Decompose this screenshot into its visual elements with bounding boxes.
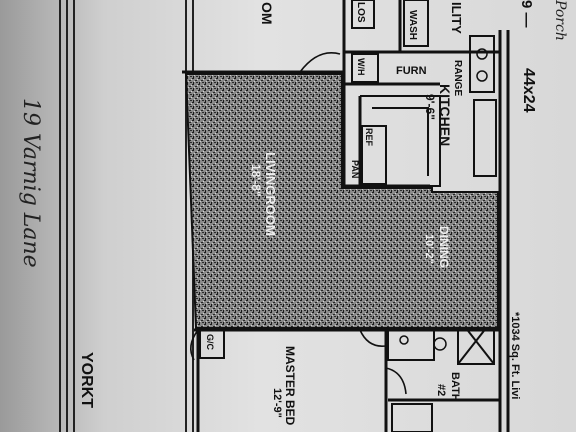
label-utility-fragment: ILITY <box>449 2 464 34</box>
label-kitchen-size: 9'-6" <box>423 94 437 120</box>
label-living-size: 18'-8" <box>249 164 263 197</box>
label-bath: BATH <box>449 372 461 402</box>
label-master-bed: MASTER BED <box>283 346 297 426</box>
label-furn: FURN <box>396 65 427 77</box>
label-dims-prefix: 9 — <box>518 0 535 28</box>
label-living-room: LIVINGROOM <box>263 152 278 236</box>
label-wash-fragment: WASH <box>407 10 418 40</box>
label-room-fragment: OM <box>259 2 275 25</box>
label-pan: PAN <box>350 160 360 178</box>
label-bath-number: #2 <box>435 384 447 396</box>
walls <box>182 0 510 432</box>
label-square-feet: *1034 Sq. Ft. Livi <box>509 312 521 399</box>
label-clos-fragment: LOS <box>355 2 366 23</box>
door-swings <box>190 52 431 395</box>
label-range: RANGE <box>452 60 463 96</box>
label-dining: DINING <box>437 226 451 268</box>
kitchen-counter <box>360 95 441 187</box>
label-street-fragment: YORKT <box>78 352 95 408</box>
label-dining-size: 10'-2" <box>423 234 435 264</box>
label-gc: G/C <box>205 334 215 351</box>
label-ref: REF <box>364 128 374 147</box>
fixture-marks <box>399 48 488 351</box>
label-master-size: 12'-9" <box>271 388 283 418</box>
living-dining-area <box>184 73 499 329</box>
label-handwritten-address: 19 Varnig Lane <box>18 98 43 268</box>
label-w-h: W/H <box>356 58 366 76</box>
label-porch-handwriting: Porch <box>552 0 568 41</box>
label-kitchen: KITCHEN <box>437 84 453 146</box>
label-dims: 44x24 <box>520 68 537 113</box>
